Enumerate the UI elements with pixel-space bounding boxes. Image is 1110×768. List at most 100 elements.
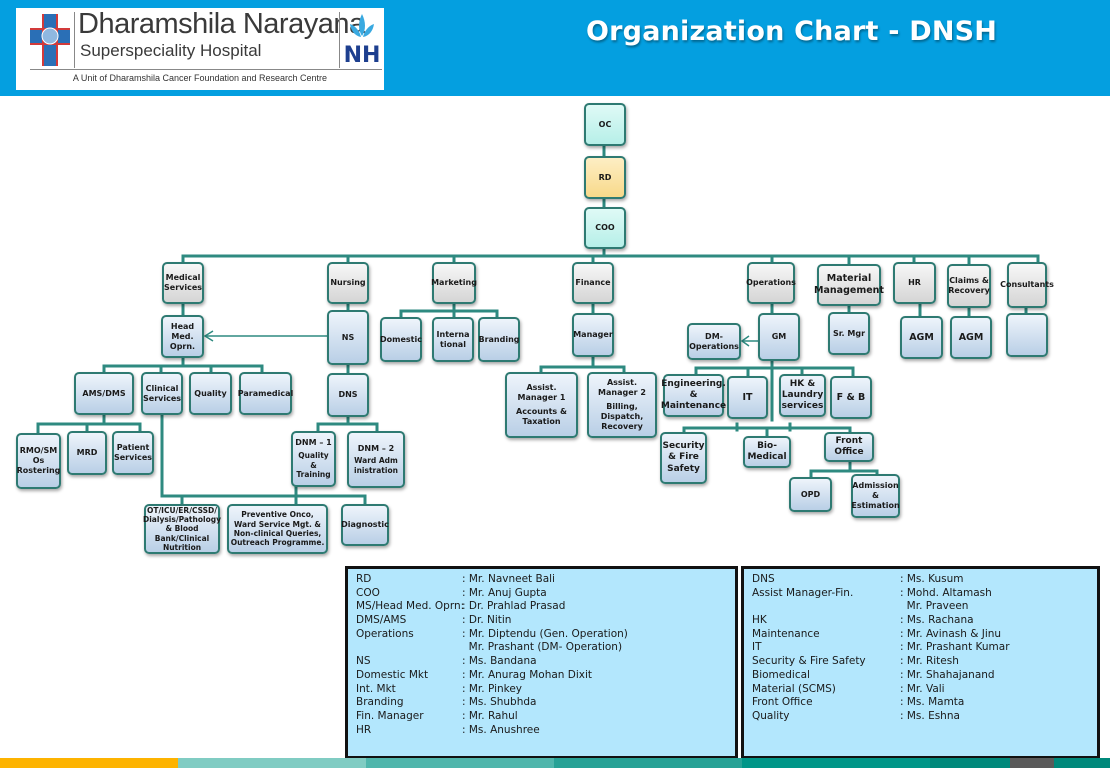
node-marketing[interactable]: Marketing	[431, 262, 477, 304]
node-ot-icu[interactable]: OT/ICU/ER/CSSD/ Dialysis/Pathology & Blo…	[143, 504, 221, 554]
node-consultants[interactable]: Consultants	[1000, 262, 1054, 308]
legend-role: Domestic Mkt	[356, 668, 429, 681]
legend-role: Security & Fire Safety	[752, 655, 866, 668]
node-operations[interactable]: Operations	[746, 262, 796, 304]
node-opd[interactable]: OPD	[789, 477, 832, 512]
header-bar: Dharamshila Narayana Superspeciality Hos…	[0, 0, 1110, 96]
node-claims-recovery[interactable]: Claims & Recovery	[947, 264, 991, 308]
legend-role: DNS	[752, 573, 775, 585]
legend-role: Operations	[356, 627, 414, 640]
legend-row: Branding : Ms. Shubhda	[348, 696, 735, 710]
legend-role: Material (SCMS)	[752, 682, 836, 695]
legend-row: Fin. Manager: Mr. Rahul	[348, 710, 735, 724]
node-finance[interactable]: Finance	[572, 262, 614, 304]
assist-manager-2-subtitle: Billing, Dispatch, Recovery	[600, 402, 644, 431]
legend-row: Mr. Praveen	[744, 600, 1097, 614]
node-clinical-services[interactable]: Clinical Services	[141, 372, 183, 415]
footer-segment	[742, 758, 930, 768]
node-assist-manager-2[interactable]: Assist. Manager 2 Billing, Dispatch, Rec…	[587, 372, 657, 438]
node-assist-manager-1[interactable]: Assist. Manager 1 Accounts & Taxation	[505, 372, 578, 438]
node-nursing[interactable]: Nursing	[327, 262, 369, 304]
legend-person: : Mr. Vali	[900, 682, 945, 695]
node-claims-agm[interactable]: AGM	[950, 316, 992, 359]
node-front-office[interactable]: Front Office	[824, 432, 874, 462]
node-preventive-onco[interactable]: Preventive Onco, Ward Service Mgt. & Non…	[227, 504, 328, 554]
legend-person: : Mr. Shahajanand	[900, 668, 995, 681]
node-dnm-1[interactable]: DNM – 1 Quality & Training	[291, 431, 336, 487]
legend-row: DMS/AMS: Dr. Nitin	[348, 614, 735, 628]
footer-segment	[1010, 758, 1054, 768]
node-diagnostic[interactable]: Diagnostic	[341, 504, 389, 546]
node-oc[interactable]: OC	[584, 103, 626, 146]
legend-row: RD: Mr. Navneet Bali	[348, 573, 735, 587]
node-engineering-maintenance[interactable]: Engineering. & Maintenance	[661, 374, 726, 417]
nh-badge-text: NH	[344, 43, 381, 68]
node-fnb[interactable]: F & B	[830, 376, 872, 419]
legend-role: Branding	[356, 696, 404, 709]
legend-person: : Mr. Avinash & Jinu	[900, 627, 1002, 640]
footer-segment	[1054, 758, 1110, 768]
node-medical-services[interactable]: Medical Services	[162, 262, 204, 304]
node-ns[interactable]: NS	[327, 310, 369, 365]
node-paramedical[interactable]: Paramedical	[238, 372, 293, 415]
legend-role: COO	[356, 586, 380, 599]
legend-role: Fin. Manager	[356, 709, 424, 722]
footer-segment	[0, 758, 178, 768]
node-quality[interactable]: Quality	[189, 372, 232, 415]
legend-row: Int. Mkt: Mr. Pinkey	[348, 683, 735, 697]
node-domestic[interactable]: Domestic	[380, 317, 422, 362]
node-bio-medical[interactable]: Bio-Medical	[743, 436, 791, 468]
legend-role: RD	[356, 573, 372, 585]
legend-person: : Dr. Prahlad Prasad	[462, 600, 566, 613]
node-gm[interactable]: GM	[758, 313, 800, 361]
node-finance-manager[interactable]: Manager	[572, 313, 614, 357]
legend-role: Int. Mkt	[356, 682, 396, 695]
legend-person: : Dr. Nitin	[462, 614, 512, 627]
legend-person: : Mr. Diptendu (Gen. Operation)	[462, 627, 628, 640]
node-material-management[interactable]: Material Management	[814, 264, 884, 306]
node-ams-dms[interactable]: AMS/DMS	[74, 372, 134, 415]
legend-row: Assist Manager-Fin.: Mohd. Altamash	[744, 587, 1097, 601]
node-rmo-rostering[interactable]: RMO/SM Os Rostering	[16, 433, 61, 489]
legend-row: Maintenance: Mr. Avinash & Jinu	[744, 628, 1097, 642]
legend-person: : Ms. Mamta	[900, 696, 965, 709]
legend-row: NS: Ms. Bandana	[348, 655, 735, 669]
node-branding[interactable]: Branding	[478, 317, 520, 362]
node-dnm-2[interactable]: DNM – 2 Ward Administration	[347, 431, 405, 488]
node-hr[interactable]: HR	[893, 262, 936, 304]
dnm-2-subtitle: Ward Administration	[354, 456, 398, 475]
node-dm-operations[interactable]: DM-Operations	[687, 323, 741, 360]
legend-role: MS/Head Med. Oprn:	[356, 600, 465, 613]
node-head-med-oprn[interactable]: Head Med. Oprn.	[161, 315, 204, 358]
legend-row: Domestic Mkt : Mr. Anurag Mohan Dixit	[348, 669, 735, 683]
node-sr-mgr[interactable]: Sr. Mgr	[828, 312, 870, 355]
legend-person: : Ms. Shubhda	[462, 696, 537, 709]
node-it[interactable]: IT	[727, 376, 768, 419]
node-consultants-child[interactable]	[1006, 313, 1048, 357]
node-rd[interactable]: RD	[584, 156, 626, 199]
node-coo[interactable]: COO	[584, 207, 626, 249]
legend-row: Mr. Prashant (DM- Operation)	[348, 641, 735, 655]
footer-segment	[178, 758, 366, 768]
node-hk-laundry[interactable]: HK & Laundry services	[779, 374, 826, 417]
node-patient-services[interactable]: Patient Services	[112, 431, 154, 475]
dnm-2-title: DNM – 2	[357, 444, 395, 454]
node-mrd[interactable]: MRD	[67, 431, 107, 475]
legend-row: Quality: Ms. Eshna	[744, 710, 1097, 724]
node-dns[interactable]: DNS	[327, 373, 369, 417]
node-hr-agm[interactable]: AGM	[900, 316, 943, 359]
node-admission-estimation[interactable]: Admission & Estimation	[851, 474, 900, 518]
logo-rule	[30, 69, 382, 70]
legend-person: : Mr. Anurag Mohan Dixit	[462, 668, 593, 681]
dnm-1-title: DNM – 1	[295, 438, 332, 448]
assist-manager-1-title: Assist. Manager 1	[517, 383, 566, 402]
node-international[interactable]: International	[432, 317, 474, 362]
node-security-fire-safety[interactable]: Security & Fire Safety	[660, 432, 707, 484]
legend-row: MS/Head Med. Oprn:: Dr. Prahlad Prasad	[348, 600, 735, 614]
dnm-1-subtitle: Quality & Training	[296, 451, 331, 480]
hospital-logo: Dharamshila Narayana Superspeciality Hos…	[16, 8, 384, 90]
legend-role: Biomedical	[752, 668, 810, 681]
legend-role: HK	[752, 614, 767, 627]
